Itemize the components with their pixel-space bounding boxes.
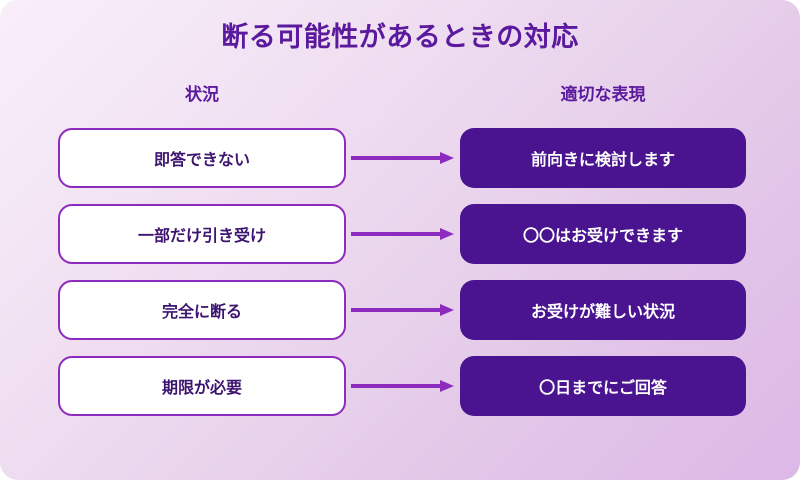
arrow-head	[440, 303, 454, 316]
page-title: 断る可能性があるときの対応	[221, 22, 579, 53]
arrow-shaft	[351, 232, 443, 236]
expression-label: お受けが難しい状況	[530, 302, 675, 321]
expression-label: 〇日までにご回答	[539, 378, 667, 397]
expression-box: 前向きに検討します	[460, 128, 746, 188]
situation-box: 期限が必要	[58, 356, 346, 416]
arrow-head	[440, 151, 454, 164]
column-header-situation: 状況	[185, 85, 219, 105]
diagram-row: 期限が必要 〇日までにご回答	[0, 356, 800, 416]
situation-label: 一部だけ引き受け	[137, 226, 266, 245]
diagram-row: 完全に断る お受けが難しい状況	[0, 280, 800, 340]
situation-label: 即答できない	[153, 150, 250, 169]
situation-box: 即答できない	[58, 128, 346, 188]
arrow-head	[440, 379, 454, 392]
expression-label: 前向きに検討します	[530, 150, 675, 169]
column-header-expression: 適切な表現	[560, 85, 646, 105]
expression-label: 〇〇はお受けできます	[522, 226, 683, 245]
arrow-shaft	[351, 156, 443, 160]
arrow-head	[440, 227, 454, 240]
situation-box: 完全に断る	[58, 280, 346, 340]
diagram-row: 一部だけ引き受け 〇〇はお受けできます	[0, 204, 800, 264]
arrow-right-icon	[351, 303, 457, 317]
situation-label: 完全に断る	[161, 302, 242, 321]
expression-box: 〇日までにご回答	[460, 356, 746, 416]
arrow-shaft	[351, 308, 443, 312]
situation-label: 期限が必要	[161, 378, 242, 397]
arrow-right-icon	[351, 379, 457, 393]
arrow-shaft	[351, 384, 443, 388]
expression-box: 〇〇はお受けできます	[460, 204, 746, 264]
expression-box: お受けが難しい状況	[460, 280, 746, 340]
diagram-row: 即答できない 前向きに検討します	[0, 128, 800, 188]
situation-box: 一部だけ引き受け	[58, 204, 346, 264]
arrow-right-icon	[351, 227, 457, 241]
arrow-right-icon	[351, 151, 457, 165]
